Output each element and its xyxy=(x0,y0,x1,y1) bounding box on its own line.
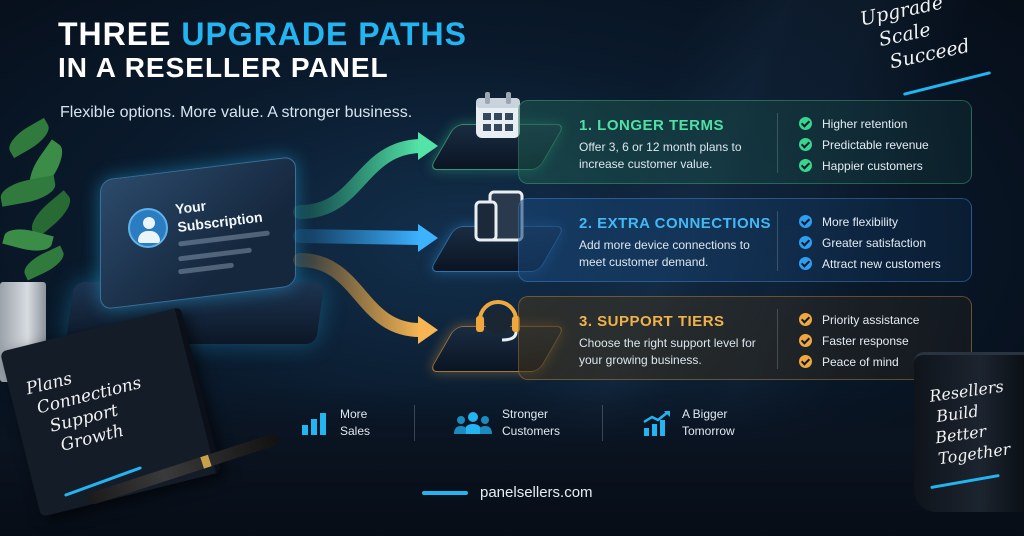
path-description: Choose the right support level for your … xyxy=(579,336,756,367)
arrow-longer-terms xyxy=(293,139,427,219)
feature-label: Peace of mind xyxy=(822,354,899,369)
divider xyxy=(414,405,415,441)
stat-more-sales: More Sales xyxy=(300,404,400,442)
feature-item: Happier customers xyxy=(799,155,929,176)
feature-item: Predictable revenue xyxy=(799,134,929,155)
path-title: 3. SUPPORT TIERS xyxy=(579,313,725,330)
footer-website[interactable]: panelsellers.com xyxy=(480,484,593,501)
headset-icon xyxy=(476,300,520,342)
feature-item: Attract new customers xyxy=(799,253,941,274)
check-icon xyxy=(799,159,812,172)
corner-note: Upgrade Scale Succeed xyxy=(858,0,972,78)
stat-stronger-customers: Stronger Customers xyxy=(454,404,572,442)
corner-note-underline xyxy=(902,71,992,96)
feature-item: Priority assistance xyxy=(799,309,919,330)
tile-longer-terms xyxy=(428,88,566,174)
check-icon xyxy=(799,334,812,347)
arrow-head-green xyxy=(418,132,438,160)
growth-chart-icon xyxy=(643,411,670,436)
feature-item: Peace of mind xyxy=(799,351,919,372)
title-line2: IN A RESELLER PANEL xyxy=(58,52,389,83)
stat-bigger-tomorrow: A Bigger Tomorrow xyxy=(642,404,752,442)
feature-item: Higher retention xyxy=(799,113,929,134)
stat-label: Stronger Customers xyxy=(502,407,561,438)
check-icon xyxy=(799,257,812,270)
feature-label: Predictable revenue xyxy=(822,137,929,152)
flow-arrows xyxy=(293,132,438,344)
arrow-support-tiers xyxy=(293,253,427,337)
divider xyxy=(777,113,778,173)
arrow-head-orange xyxy=(418,316,438,344)
feature-list: Higher retention Predictable revenue Hap… xyxy=(799,113,929,176)
path-title: 2. EXTRA CONNECTIONS xyxy=(579,215,771,232)
divider xyxy=(777,309,778,369)
page-subtitle: Flexible options. More value. A stronger… xyxy=(60,104,413,121)
feature-label: Priority assistance xyxy=(822,312,920,327)
check-icon xyxy=(799,355,812,368)
arrow-extra-connections xyxy=(293,229,427,245)
feature-label: Greater satisfaction xyxy=(822,235,927,250)
feature-list: More flexibility Greater satisfaction At… xyxy=(799,211,941,274)
check-icon xyxy=(799,236,812,249)
user-avatar-icon xyxy=(128,208,168,248)
feature-item: Faster response xyxy=(799,330,919,351)
path-title: 1. LONGER TERMS xyxy=(579,117,725,134)
bar-chart-icon xyxy=(302,413,326,435)
path-description: Add more device connections to meet cust… xyxy=(579,238,750,269)
calendar-icon xyxy=(476,92,520,138)
path-card-support-tiers: 3. SUPPORT TIERS Choose the right suppor… xyxy=(518,296,972,380)
path-card-longer-terms: 1. LONGER TERMS Offer 3, 6 or 12 month p… xyxy=(518,100,972,184)
title-line1: THREE xyxy=(58,16,182,52)
arrow-head-blue xyxy=(418,224,438,252)
users-icon xyxy=(454,412,492,434)
path-description: Offer 3, 6 or 12 month plans to increase… xyxy=(579,140,742,171)
feature-list: Priority assistance Faster response Peac… xyxy=(799,309,919,372)
stat-label: More Sales xyxy=(340,407,371,438)
feature-label: More flexibility xyxy=(822,214,899,229)
feature-label: Faster response xyxy=(822,333,909,348)
check-icon xyxy=(799,138,812,151)
feature-label: Attract new customers xyxy=(822,256,941,271)
stat-label: A Bigger Tomorrow xyxy=(682,407,735,438)
divider xyxy=(602,405,603,441)
page-title: THREE UPGRADE PATHS IN A RESELLER PANEL xyxy=(58,18,467,82)
feature-label: Higher retention xyxy=(822,116,908,131)
mug-text: Resellers Build Better Together xyxy=(928,376,1014,470)
check-icon xyxy=(799,313,812,326)
devices-icon xyxy=(474,190,524,242)
check-icon xyxy=(799,117,812,130)
divider xyxy=(777,211,778,271)
path-card-extra-connections: 2. EXTRA CONNECTIONS Add more device con… xyxy=(518,198,972,282)
feature-label: Happier customers xyxy=(822,158,923,173)
check-icon xyxy=(799,215,812,228)
title-accent: UPGRADE PATHS xyxy=(181,16,467,52)
feature-item: More flexibility xyxy=(799,211,941,232)
footer-accent-line xyxy=(422,491,468,495)
feature-item: Greater satisfaction xyxy=(799,232,941,253)
